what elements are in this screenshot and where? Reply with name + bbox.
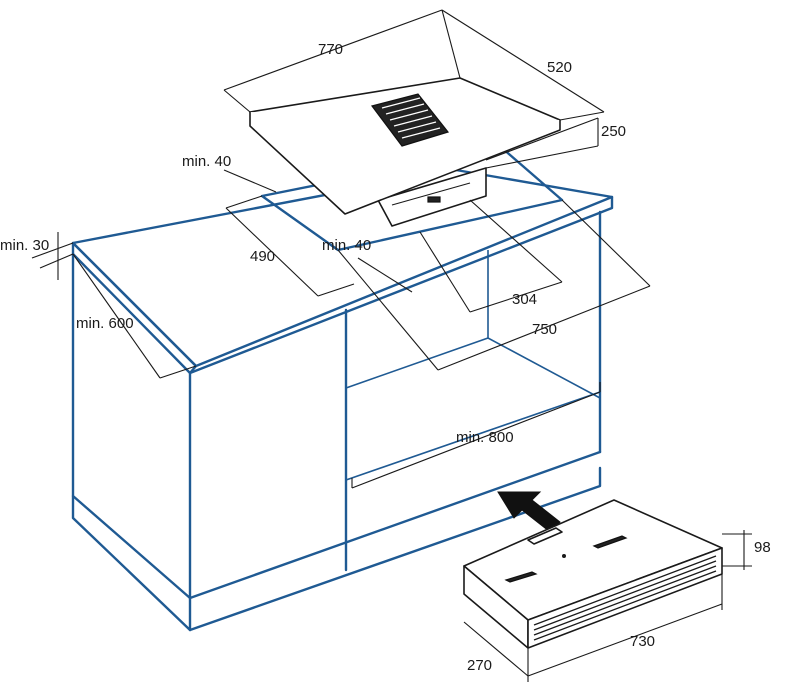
cabinet-base-line bbox=[188, 450, 602, 600]
hob-connector bbox=[427, 196, 441, 203]
label-worktop-depth: min. 600 bbox=[76, 315, 134, 332]
label-hob-height: 250 bbox=[601, 123, 626, 140]
hob-glass-edge bbox=[249, 112, 561, 215]
label-cutout-width: 750 bbox=[532, 321, 557, 338]
label-cutout-inner: 304 bbox=[512, 291, 537, 308]
label-cabinet-width: min. 800 bbox=[456, 429, 514, 446]
fan-unit-collar bbox=[527, 527, 563, 545]
label-cutout-depth: 490 bbox=[250, 248, 275, 265]
hob-vent-grille bbox=[370, 93, 450, 147]
label-unit-height: 98 bbox=[754, 539, 771, 556]
cabinet-plinth-left bbox=[71, 494, 192, 632]
arrow-up-left-icon bbox=[497, 491, 561, 533]
dimension-lines bbox=[31, 9, 651, 489]
hob bbox=[249, 77, 561, 227]
label-clearance-front: min. 40 bbox=[322, 237, 371, 254]
label-unit-width: 730 bbox=[630, 633, 655, 650]
cabinet-left-panel bbox=[71, 252, 192, 600]
cabinet-inner-floor bbox=[345, 391, 601, 481]
worktop-right-edge bbox=[188, 195, 614, 375]
fan-unit-slot-left bbox=[504, 571, 538, 583]
fan-unit-dimension-lines bbox=[463, 530, 752, 682]
fan-unit-slot-right bbox=[592, 535, 628, 549]
label-hob-width: 770 bbox=[318, 41, 343, 58]
worktop-front-edge bbox=[71, 241, 198, 375]
label-unit-depth: 270 bbox=[467, 657, 492, 674]
label-clearance-left: min. 40 bbox=[182, 153, 231, 170]
label-worktop-thickness: min. 30 bbox=[0, 237, 49, 254]
dimension-labels: 770 520 250 min. 40 490 min. 40 min. 30 … bbox=[0, 41, 771, 674]
cabinet-shelf bbox=[345, 337, 601, 399]
fan-unit bbox=[463, 499, 723, 649]
cabinet-plinth-front bbox=[188, 466, 602, 632]
label-hob-depth: 520 bbox=[547, 59, 572, 76]
